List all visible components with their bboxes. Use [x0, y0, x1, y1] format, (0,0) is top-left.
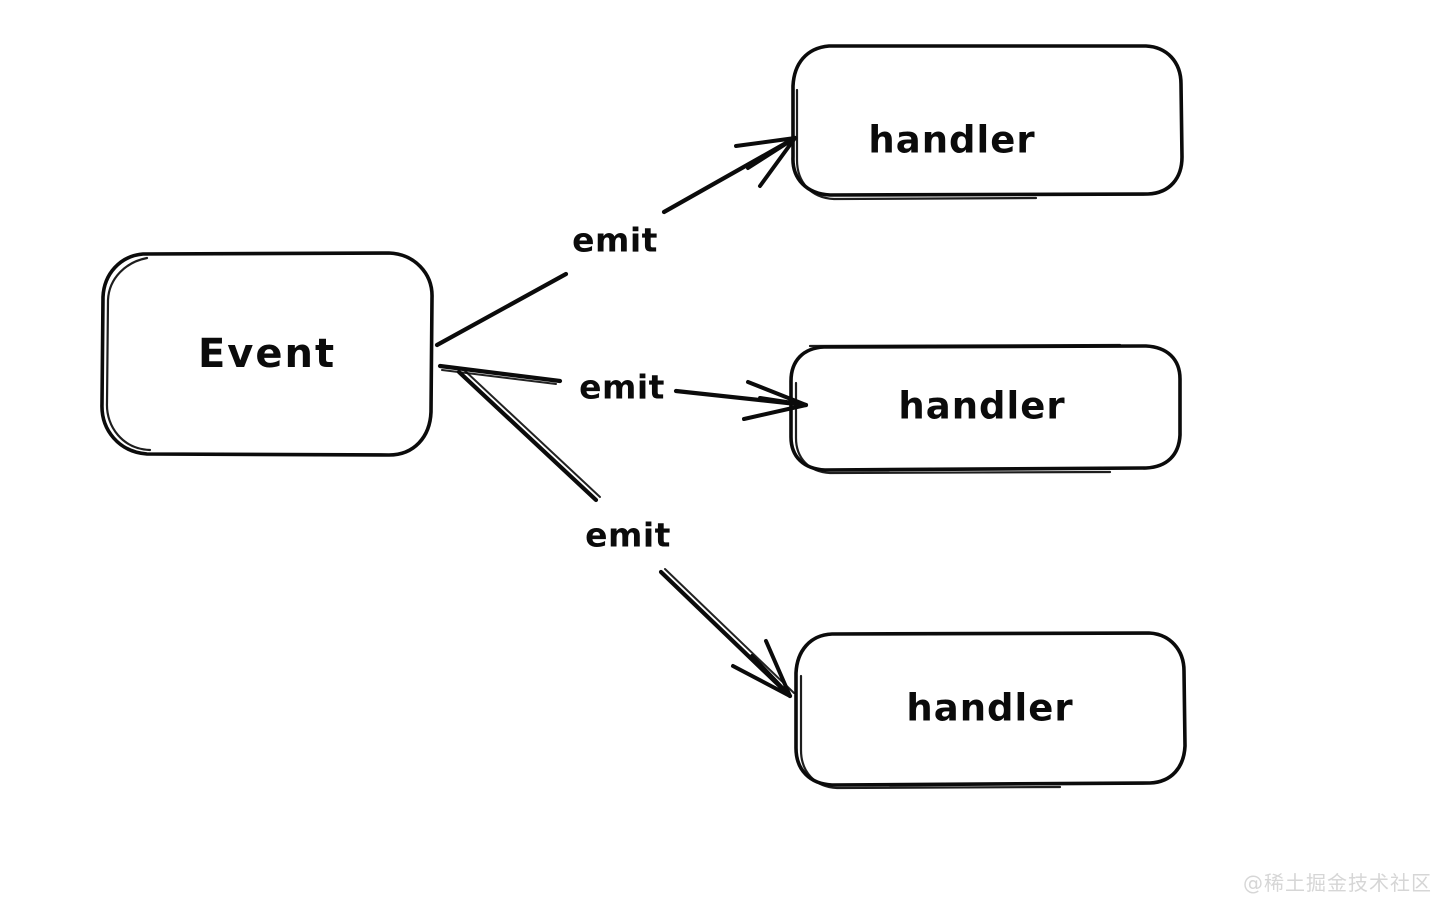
- node-handler-2-outline-echo: [794, 343, 1122, 475]
- edge-emit-2-line-a: [437, 363, 563, 384]
- watermark: @稀土掘金技术社区: [1243, 871, 1432, 895]
- node-handler-3-outline-echo: [799, 674, 1062, 790]
- node-handler-2-label: handler: [898, 385, 1065, 428]
- node-handler-3-outline: [794, 631, 1187, 787]
- edge-emit-2-label: emit: [579, 368, 665, 407]
- node-handler-2[interactable]: handler: [789, 343, 1182, 475]
- edge-emit-3-line-a-echo: [462, 368, 601, 498]
- node-handler-1-label: handler: [868, 119, 1035, 162]
- edge-emit-3[interactable]: emit: [456, 368, 795, 699]
- node-event-outline: [100, 251, 434, 457]
- node-handler-1-outline: [791, 44, 1184, 197]
- node-event-outline-echo: [105, 256, 152, 452]
- edge-emit-1-arrowhead: [734, 136, 797, 188]
- edge-emit-2-arrowhead: [742, 380, 808, 421]
- node-handler-3[interactable]: handler: [794, 631, 1187, 790]
- edge-emit-3-label: emit: [585, 516, 671, 555]
- node-handler-1-outline-echo: [795, 88, 1038, 201]
- edge-emit-2[interactable]: emit: [437, 363, 809, 421]
- node-handler-3-label: handler: [906, 687, 1073, 730]
- node-event-label: Event: [198, 331, 336, 377]
- edge-emit-1[interactable]: emit: [434, 135, 798, 348]
- node-handler-2-outline: [789, 344, 1182, 472]
- node-handler-1[interactable]: handler: [791, 44, 1184, 201]
- node-event[interactable]: Event: [100, 251, 434, 457]
- edge-emit-1-label: emit: [572, 221, 658, 260]
- edge-emit-3-line-a: [456, 369, 599, 503]
- edge-emit-3-line-b-echo: [664, 568, 795, 694]
- edge-emit-3-arrowhead: [731, 639, 792, 698]
- edge-emit-1-line-a: [434, 271, 569, 348]
